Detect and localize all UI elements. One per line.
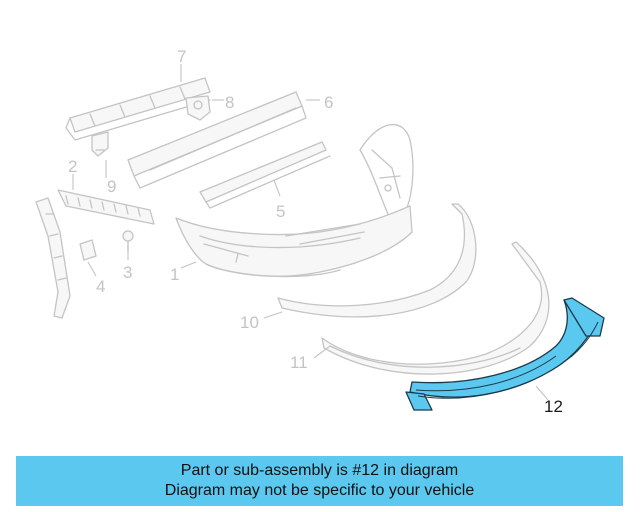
- part-1-bumper-cover: [175, 205, 413, 278]
- leader-lines: [72, 64, 549, 401]
- callout-10: 10: [240, 313, 259, 332]
- part-4-clip: [79, 239, 97, 261]
- callout-11: 11: [290, 353, 308, 372]
- callout-4: 4: [96, 277, 105, 296]
- callout-1: 1: [170, 265, 179, 284]
- callout-3: 3: [123, 263, 132, 282]
- part-info-banner: Part or sub-assembly is #12 in diagram D…: [16, 456, 623, 506]
- part-12-lower-valance: [405, 297, 605, 411]
- part-5-strip: [199, 141, 331, 209]
- part-vertical-bracket: [35, 197, 71, 319]
- part-7-reinforcement-bar: [65, 77, 211, 141]
- part-8-bracket: [185, 95, 211, 121]
- part-2-side-bracket: [57, 189, 155, 225]
- part-10-molding: [277, 203, 477, 318]
- callout-5: 5: [276, 202, 285, 221]
- callout-6: 6: [324, 93, 333, 112]
- part-6-energy-absorber: [127, 91, 307, 189]
- part-9-bracket: [91, 131, 109, 157]
- callout-7: 7: [177, 47, 186, 66]
- part-11-molding: [321, 241, 550, 375]
- exploded-parts-diagram: 7 8 6 2 9 5 3 4 1 10 11 12: [35, 47, 605, 416]
- callout-2: 2: [68, 157, 77, 176]
- banner-line-2: Diagram may not be specific to your vehi…: [164, 482, 475, 499]
- callout-12: 12: [544, 397, 563, 416]
- callout-8: 8: [225, 93, 234, 112]
- vehicle-body-outline: [359, 124, 414, 215]
- banner-line-1: Part or sub-assembly is #12 in diagram: [180, 462, 459, 479]
- callout-9: 9: [107, 177, 116, 196]
